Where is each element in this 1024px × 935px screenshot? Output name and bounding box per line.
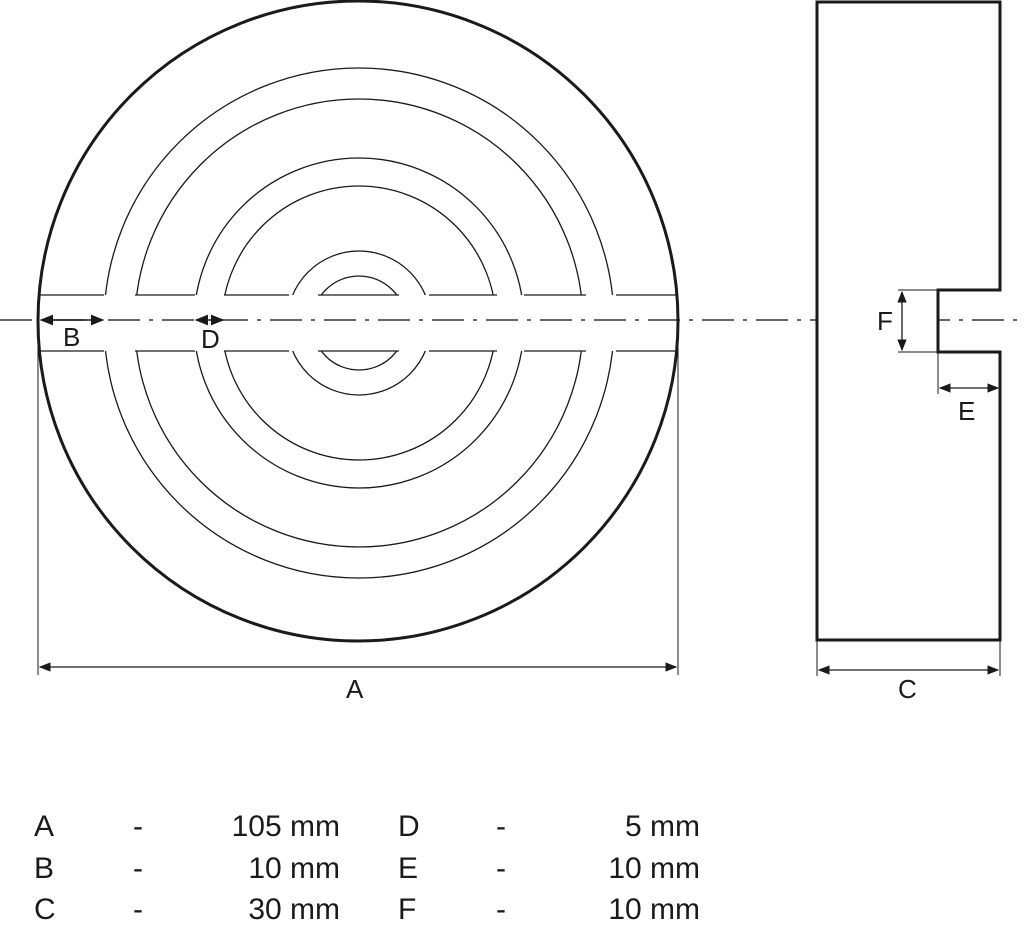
dimension-key: B [34, 851, 55, 885]
channel-edges [39, 294, 677, 352]
label-d: D [201, 324, 220, 354]
label-b: B [63, 322, 80, 352]
front-view [36, 0, 680, 675]
dimension-separator: - [496, 893, 506, 926]
ring-arc [134, 98, 584, 548]
dimension-value: 105 mm [231, 810, 340, 843]
dimension-value: 10 mm [608, 851, 700, 885]
dimension-value: 10 mm [248, 851, 340, 885]
dimension-separator: - [133, 851, 143, 885]
dimension-value: 30 mm [248, 893, 340, 926]
dimensions-table: A - 105 mm D - 5 mm B - 10 mm E - 10 mm … [0, 810, 1024, 935]
dimension-key: A [34, 810, 55, 843]
label-a: A [346, 674, 364, 704]
dimension-separator: - [133, 810, 143, 843]
dimension-row: B - 10 mm E - 10 mm [0, 852, 1024, 894]
ring-arc [221, 185, 497, 461]
dimension-key: F [398, 893, 417, 926]
label-c: C [898, 674, 917, 704]
label-e: E [958, 396, 975, 426]
outer-circle [36, 0, 680, 643]
dimension-value: 10 mm [608, 893, 700, 926]
dimension-key: C [34, 893, 56, 926]
ring-arc [193, 157, 525, 489]
ring-arc [311, 275, 407, 371]
label-f: F [877, 306, 893, 336]
dimension-value: 5 mm [625, 810, 700, 843]
ring-arc [103, 67, 615, 579]
dimension-key: D [398, 810, 420, 843]
dimension-key: E [398, 851, 419, 885]
side-view [815, 0, 1002, 676]
dimension-separator: - [133, 893, 143, 926]
dimension-separator: - [496, 810, 506, 843]
side-profile [815, 0, 1002, 642]
dimension-row: A - 105 mm D - 5 mm [0, 810, 1024, 852]
dimension-separator: - [496, 851, 506, 885]
ring-arc [286, 250, 432, 396]
dimension-row: C - 30 mm F - 10 mm [0, 893, 1024, 935]
